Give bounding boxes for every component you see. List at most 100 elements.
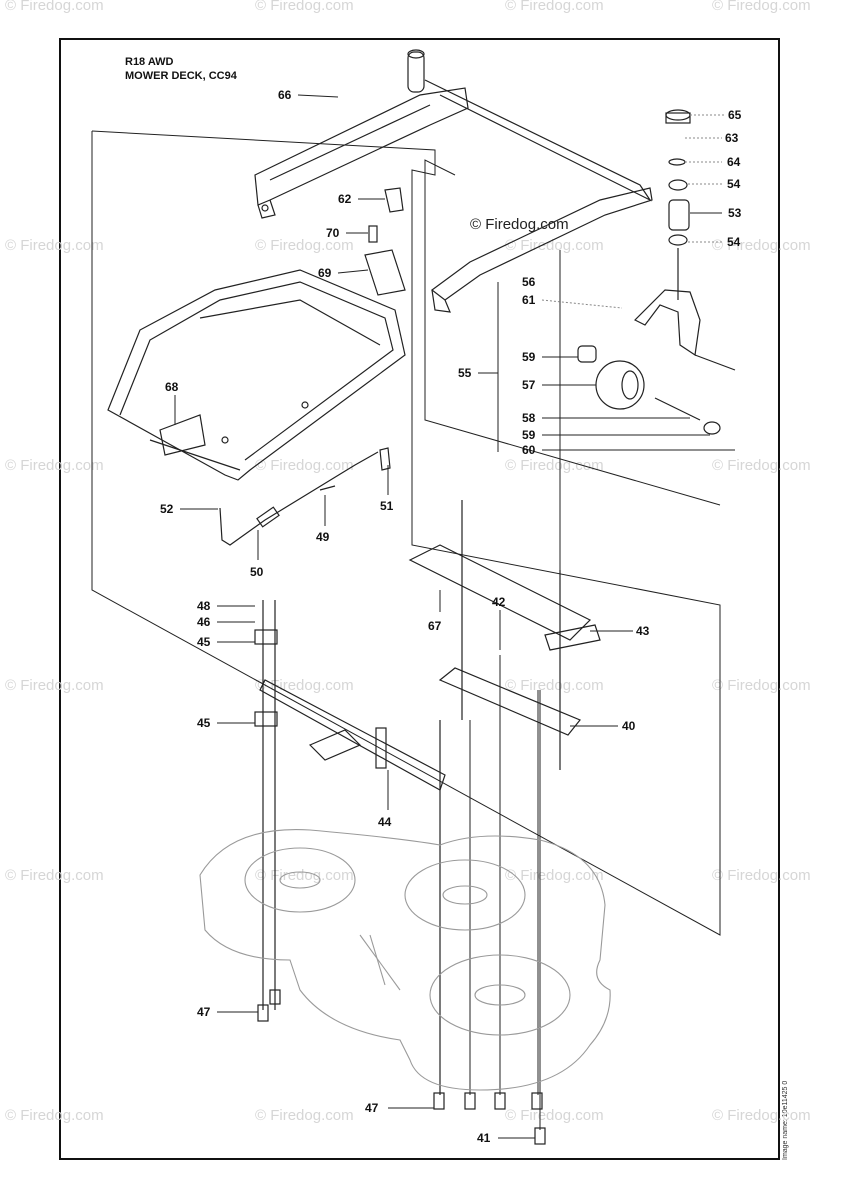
callout-58: 58 [522, 411, 690, 425]
watermark-text: © Firedog.com [505, 867, 604, 884]
watermark-text: © Firedog.com [5, 1107, 104, 1124]
mower-deck [199, 828, 611, 1091]
callout-60: 60 [522, 443, 735, 457]
callout-40: 40 [570, 719, 636, 733]
svg-text:55: 55 [458, 366, 472, 380]
bottom-bolts [257, 989, 546, 1145]
callout-45-bottom: 45 [197, 716, 255, 730]
callout-67: 67 [428, 590, 442, 633]
svg-text:45: 45 [197, 635, 211, 649]
watermark-text: © Firedog.com [712, 237, 811, 254]
svg-text:63: 63 [725, 131, 739, 145]
svg-text:41: 41 [477, 1131, 491, 1145]
svg-text:65: 65 [728, 108, 742, 122]
watermark-text: © Firedog.com [712, 867, 811, 884]
callout-54-top: 54 [688, 177, 741, 191]
watermark-text: © Firedog.com [255, 867, 354, 884]
callout-42: 42 [492, 595, 506, 650]
callout-56: 56 [522, 275, 536, 289]
svg-text:64: 64 [727, 155, 741, 169]
callout-layer: 66 65 63 64 54 53 54 62 70 69 56 61 55 5… [160, 88, 742, 1145]
brackets [364, 187, 406, 471]
svg-text:61: 61 [522, 293, 536, 307]
callout-53: 53 [690, 206, 742, 220]
callout-50: 50 [250, 530, 264, 579]
watermark-text: © Firedog.com [505, 677, 604, 694]
model-title: R18 AWD [125, 56, 174, 68]
callout-66: 66 [278, 88, 339, 102]
svg-text:58: 58 [522, 411, 536, 425]
svg-text:62: 62 [338, 192, 352, 206]
svg-text:50: 50 [250, 565, 264, 579]
svg-text:54: 54 [727, 177, 741, 191]
watermark-text: © Firedog.com [5, 867, 104, 884]
callout-46: 46 [197, 615, 255, 629]
callout-69: 69 [318, 266, 369, 280]
svg-text:68: 68 [165, 380, 179, 394]
panel-outlines [91, 130, 721, 936]
watermark-text: © Firedog.com [5, 0, 104, 14]
svg-text:49: 49 [316, 530, 330, 544]
assembly-title: MOWER DECK, CC94 [125, 70, 237, 82]
svg-text:46: 46 [197, 615, 211, 629]
svg-text:54: 54 [727, 235, 741, 249]
watermark-text: © Firedog.com [505, 1107, 604, 1124]
vertical-rods [469, 655, 541, 1130]
watermark-text: © Firedog.com [5, 457, 104, 474]
svg-text:47: 47 [197, 1005, 211, 1019]
watermark-text: © Firedog.com [505, 237, 604, 254]
svg-text:70: 70 [326, 226, 340, 240]
svg-text:44: 44 [378, 815, 392, 829]
deck-rod [254, 600, 446, 1095]
callout-41: 41 [477, 1131, 535, 1145]
svg-text:57: 57 [522, 378, 536, 392]
callout-49: 49 [316, 495, 330, 544]
watermark-text: © Firedog.com [255, 677, 354, 694]
callout-48: 48 [197, 599, 255, 613]
svg-text:59: 59 [522, 350, 536, 364]
callout-61: 61 [522, 293, 623, 309]
callout-47-left: 47 [197, 1005, 258, 1019]
svg-text:59: 59 [522, 428, 536, 442]
watermark-text: © Firedog.com [5, 677, 104, 694]
callout-62: 62 [338, 192, 385, 206]
svg-text:52: 52 [160, 502, 174, 516]
svg-text:43: 43 [636, 624, 650, 638]
svg-text:42: 42 [492, 595, 506, 609]
watermark-text: © Firedog.com [505, 0, 604, 14]
svg-text:53: 53 [728, 206, 742, 220]
callout-54-bottom: 54 [688, 235, 741, 249]
svg-text:48: 48 [197, 599, 211, 613]
callout-51: 51 [380, 465, 394, 513]
svg-text:56: 56 [522, 275, 536, 289]
callout-57: 57 [522, 378, 596, 392]
watermark-text: © Firedog.com [255, 0, 354, 14]
callout-70: 70 [326, 226, 368, 240]
svg-text:67: 67 [428, 619, 442, 633]
callout-55: 55 [458, 282, 499, 452]
callout-47-bottom: 47 [365, 1101, 434, 1115]
watermark-text: © Firedog.com [505, 457, 604, 474]
svg-text:60: 60 [522, 443, 536, 457]
svg-text:66: 66 [278, 88, 292, 102]
upper-lift-arm [254, 49, 652, 219]
svg-text:47: 47 [365, 1101, 379, 1115]
callout-59-top: 59 [522, 350, 578, 364]
watermark-text: © Firedog.com [712, 0, 811, 14]
svg-text:69: 69 [318, 266, 332, 280]
watermark-text: © Firedog.com [255, 1107, 354, 1124]
cable-and-rod [219, 451, 379, 546]
watermark-text: © Firedog.com [712, 1107, 811, 1124]
svg-text:40: 40 [622, 719, 636, 733]
callout-59-bottom: 59 [522, 428, 710, 442]
watermark-overlay: © Firedog.com [470, 216, 569, 233]
svg-text:45: 45 [197, 716, 211, 730]
center-rail [408, 500, 601, 770]
caster-assembly [431, 109, 736, 435]
callout-43: 43 [590, 624, 650, 638]
callout-52: 52 [160, 502, 218, 516]
lift-frame [107, 269, 406, 481]
watermark-text: © Firedog.com [712, 457, 811, 474]
watermark-text: © Firedog.com [712, 677, 811, 694]
